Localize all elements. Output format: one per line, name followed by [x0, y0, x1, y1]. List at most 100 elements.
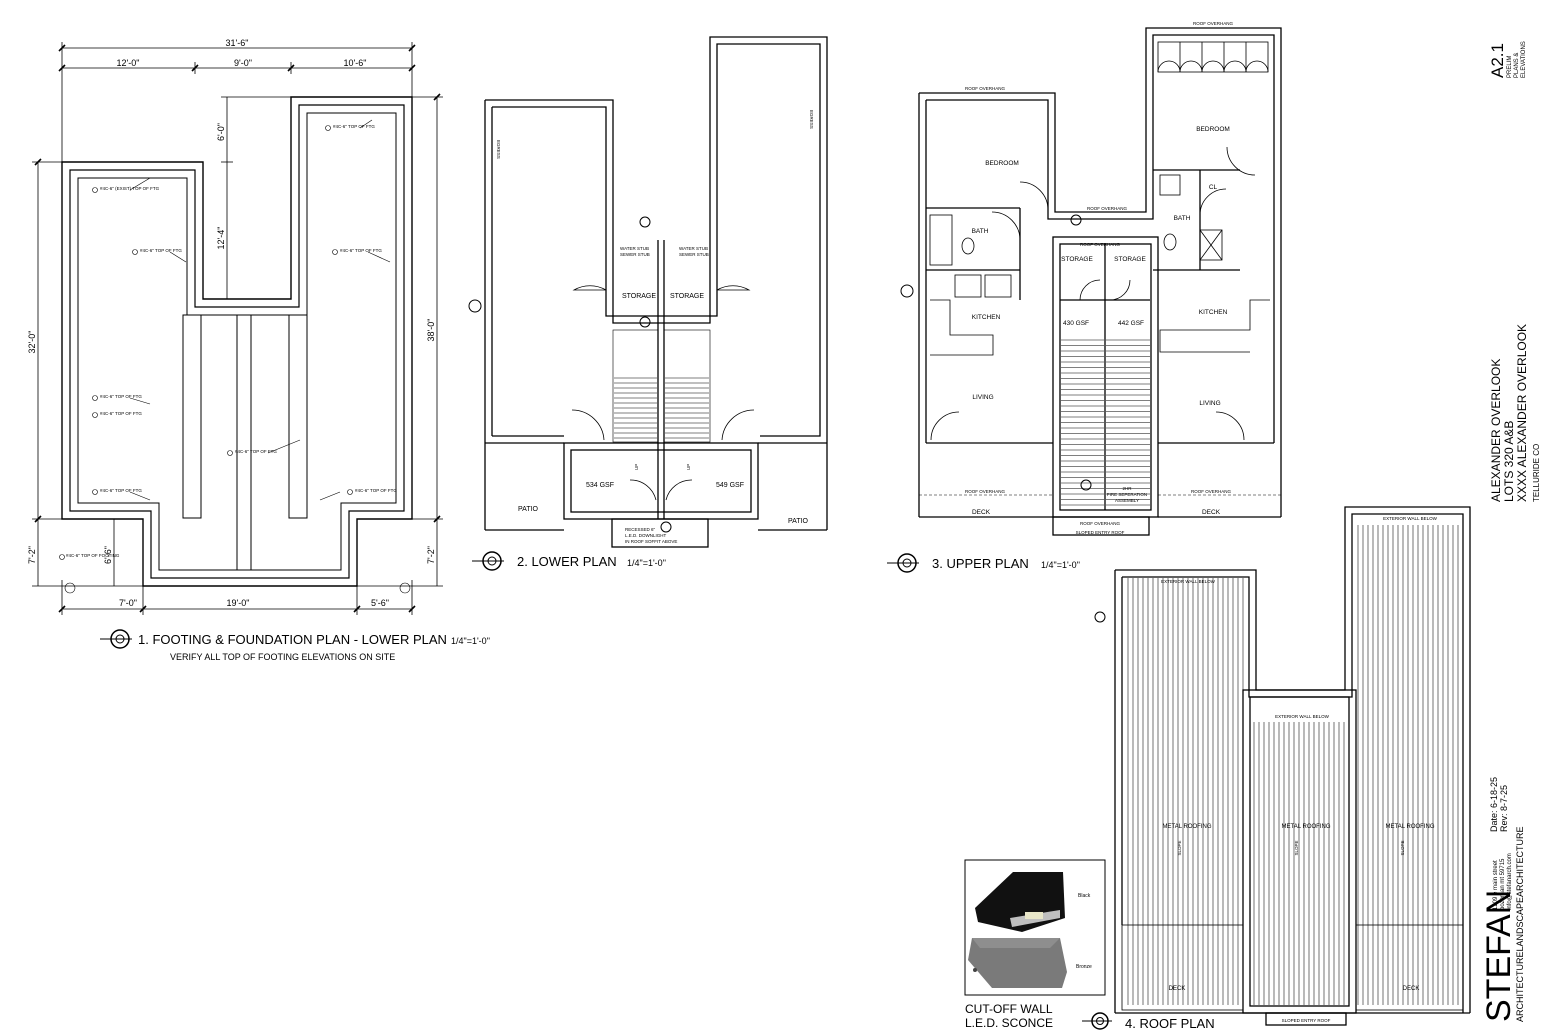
svg-text:ROOF OVERHANG: ROOF OVERHANG — [1087, 206, 1128, 211]
sheet-date: Date: 6-18-25 — [1489, 777, 1499, 832]
dim-notch: 12'-4" — [216, 227, 226, 250]
svg-text:#4C-6" TOP OF FTG: #4C-6" TOP OF FTG — [340, 248, 382, 253]
upper-bedroom-right: BEDROOM — [1196, 126, 1230, 133]
dim-bottom-2: 19'-0" — [227, 598, 250, 608]
lower-gsf-right: 549 GSF — [716, 482, 744, 489]
svg-text:ROOF OVERHANG: ROOF OVERHANG — [1080, 521, 1121, 526]
svg-text:WATER STUB: WATER STUB — [620, 246, 649, 251]
dim-bottom-left-2: 6'-6" — [103, 546, 113, 564]
svg-text:SLOPED ENTRY ROOF: SLOPED ENTRY ROOF — [1076, 530, 1125, 535]
svg-text:SEWER STUB: SEWER STUB — [679, 252, 709, 257]
upper-living-left: LIVING — [972, 394, 993, 401]
firm-subtitle: ARCHITECTURELANDSCAPEARCHITECTURE — [1515, 826, 1525, 1022]
upper-living-right: LIVING — [1199, 400, 1220, 407]
upper-closet: CL — [1209, 184, 1218, 191]
upper-plan: BEDROOM BEDROOM BATH BATH KITCHEN KITCHE… — [887, 21, 1282, 573]
svg-text:SEWER STUB: SEWER STUB — [620, 252, 650, 257]
svg-text:ROOF OVERHANG: ROOF OVERHANG — [1193, 21, 1234, 26]
firm-logo: STEFAN — [1480, 890, 1518, 1022]
sconce-detail: Black Bronze CUT-OFF WALL L.E.D. SCONCE — [964, 859, 1106, 1030]
sconce-caption-2: L.E.D. SCONCE — [965, 1016, 1053, 1030]
roof-metal-left: METAL ROOFING — [1162, 824, 1211, 830]
svg-text:ROOF OVERHANG: ROOF OVERHANG — [1191, 489, 1232, 494]
svg-text:EXTERIOR WALL BELOW: EXTERIOR WALL BELOW — [1161, 579, 1215, 584]
dim-a: 12'-0" — [117, 58, 140, 68]
upper-kitchen-right: KITCHEN — [1199, 309, 1228, 316]
title-block: A2.1 PRELIM PLANS & ELEVATIONS ALEXANDER… — [1480, 41, 1541, 1022]
lower-plan: STORAGE STORAGE 534 GSF 549 GSF PATIO PA… — [468, 36, 828, 571]
upper-gsf-right: 442 GSF — [1118, 320, 1144, 327]
svg-text:Bronze: Bronze — [1076, 964, 1092, 970]
plan4-title-marker — [1082, 1012, 1112, 1030]
plan3-title-marker — [887, 553, 919, 573]
svg-text:FIRE SEPERATION: FIRE SEPERATION — [1107, 492, 1147, 497]
svg-text:ELEVATIONS: ELEVATIONS — [1521, 41, 1527, 78]
sheet-number: A2.1 — [1488, 43, 1507, 78]
svg-text:IN ROOF SOFFIT ABOVE: IN ROOF SOFFIT ABOVE — [625, 539, 677, 544]
dim-left: 32'-0" — [27, 331, 37, 354]
svg-text:bozeman mt 59715: bozeman mt 59715 — [1500, 858, 1506, 910]
plan1-note: VERIFY ALL TOP OF FOOTING ELEVATIONS ON … — [170, 652, 395, 662]
svg-text:#4C-6" TOP OF FTG: #4C-6" TOP OF FTG — [100, 488, 142, 493]
sheet-rev: Rev: 8-7-25 — [1499, 785, 1509, 832]
foundation-plan: #4C-6" (EXIST) TOP OF FTG #4C-6" TOP OF … — [27, 38, 490, 662]
upper-bath-right: BATH — [1174, 215, 1191, 222]
project-city: TELLURIDE CO — [1532, 444, 1541, 502]
plan1-scale: 1/4"=1'-0" — [451, 636, 490, 646]
svg-text:SLOPE: SLOPE — [1400, 840, 1405, 855]
svg-text:ROOF OVERHANG: ROOF OVERHANG — [965, 489, 1006, 494]
roof-plan: METAL ROOFING METAL ROOFING METAL ROOFIN… — [1082, 506, 1471, 1031]
svg-text:L.E.D. DOWNLIGHT: L.E.D. DOWNLIGHT — [625, 533, 667, 538]
plan1-title-marker — [100, 629, 132, 649]
upper-kitchen-left: KITCHEN — [972, 314, 1001, 321]
svg-text:#4C-6" TOP OF FTG: #4C-6" TOP OF FTG — [100, 394, 142, 399]
svg-text:ROOF OVERHANG: ROOF OVERHANG — [965, 86, 1006, 91]
svg-text:2HR: 2HR — [1122, 486, 1132, 491]
project-name: ALEXANDER OVERLOOK — [1489, 359, 1503, 502]
dim-bottom-right: 7'-2" — [426, 546, 436, 564]
plan4-title: 4. ROOF PLAN — [1125, 1016, 1215, 1031]
svg-text:UP: UP — [634, 464, 639, 470]
roof-metal-right: METAL ROOFING — [1385, 824, 1434, 830]
upper-deck-right: DECK — [1202, 509, 1221, 516]
dim-c: 10'-6" — [344, 58, 367, 68]
plan2-title-marker — [472, 551, 504, 571]
plan2-scale: 1/4"=1'-0" — [627, 558, 666, 568]
roof-deck-left: DECK — [1169, 986, 1186, 992]
lower-patio-right: PATIO — [788, 518, 809, 525]
svg-text:#4C-6" TOP OF FTG: #4C-6" TOP OF FTG — [333, 124, 375, 129]
svg-text:EXTERIOR WALL BELOW: EXTERIOR WALL BELOW — [1383, 516, 1437, 521]
svg-text:EGRESS: EGRESS — [496, 140, 501, 159]
svg-text:SLOPED ENTRY ROOF: SLOPED ENTRY ROOF — [1282, 1018, 1331, 1023]
dim-bottom-left: 7'-2" — [27, 546, 37, 564]
lower-storage-left: STORAGE — [622, 293, 656, 300]
plan2-title: 2. LOWER PLAN — [517, 554, 617, 569]
svg-text:PLANS &: PLANS & — [1514, 53, 1520, 78]
sconce-black-image — [975, 872, 1065, 932]
roof-deck-right: DECK — [1403, 986, 1420, 992]
svg-text:#4C-6" TOP OF FTG: #4C-6" TOP OF FTG — [140, 248, 182, 253]
svg-text:ASSEMBLY: ASSEMBLY — [1115, 498, 1139, 503]
svg-text:#4C-6" TOP OF FOOTING: #4C-6" TOP OF FOOTING — [66, 553, 120, 558]
sconce-caption-1: CUT-OFF WALL — [965, 1002, 1053, 1016]
upper-deck-left: DECK — [972, 509, 991, 516]
lower-storage-right: STORAGE — [670, 293, 704, 300]
svg-text:EGRESS: EGRESS — [809, 110, 814, 129]
upper-gsf-left: 430 GSF — [1063, 320, 1089, 327]
svg-text:EXTERIOR WALL BELOW: EXTERIOR WALL BELOW — [1275, 714, 1329, 719]
project-lots: LOTS 320 A&B — [1502, 421, 1516, 502]
plan3-title: 3. UPPER PLAN — [932, 556, 1029, 571]
roof-metal-center: METAL ROOFING — [1281, 824, 1330, 830]
plan3-scale: 1/4"=1'-0" — [1041, 560, 1080, 570]
svg-text:#4C-6" (EXIST) TOP OF FTG: #4C-6" (EXIST) TOP OF FTG — [100, 186, 160, 191]
dim-b: 9'-0" — [234, 58, 252, 68]
upper-bedroom-left: BEDROOM — [985, 160, 1019, 167]
upper-storage-right: STORAGE — [1114, 256, 1146, 263]
svg-text:Black: Black — [1078, 893, 1091, 899]
svg-text:#4C-6" TOP OF FTG: #4C-6" TOP OF FTG — [100, 411, 142, 416]
lower-gsf-left: 534 GSF — [586, 482, 614, 489]
svg-text:PRELIM: PRELIM — [1507, 56, 1513, 78]
plan1-title: 1. FOOTING & FOUNDATION PLAN - LOWER PLA… — [138, 632, 447, 647]
svg-text:1209 e main street: 1209 e main street — [1493, 860, 1499, 910]
